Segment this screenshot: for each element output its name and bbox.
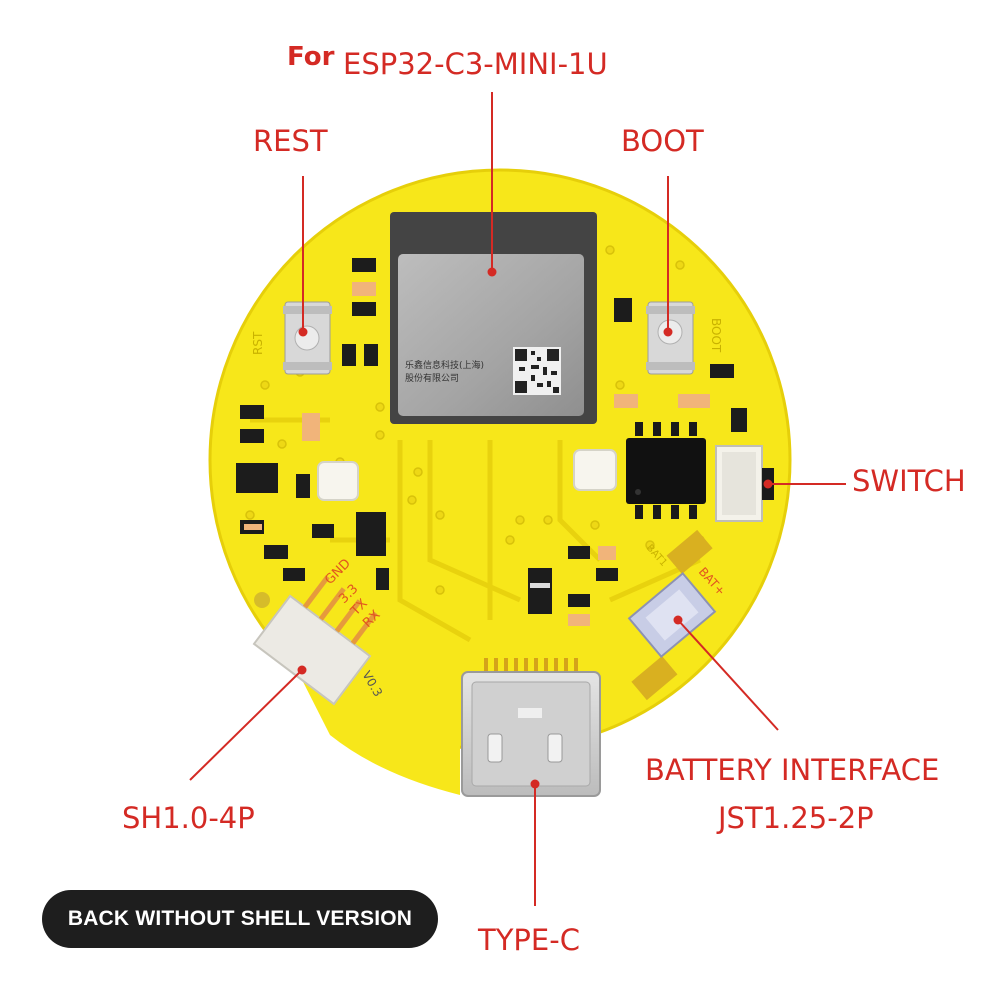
version-badge: BACK WITHOUT SHELL VERSION — [42, 890, 438, 948]
qr-code — [513, 347, 561, 395]
jst-label: JST1.25-2P — [718, 801, 874, 835]
sh-connector-label: SH1.0-4P — [122, 801, 255, 835]
smd-components — [236, 258, 747, 626]
rest-label: REST — [253, 124, 328, 158]
boot-label: BOOT — [621, 124, 704, 158]
header-module-name: ESP32-C3-MINI-1U — [343, 47, 608, 81]
battery-connector: BAT+ BAT1 — [627, 529, 728, 701]
boot-button: BOOT — [646, 301, 723, 375]
header-prefix: For — [287, 42, 335, 72]
battery-interface-label: BATTERY INTERFACE — [645, 753, 940, 787]
sop8-chip — [626, 422, 706, 519]
leader-lines — [189, 92, 846, 906]
rst-silk-label: RST — [251, 331, 265, 355]
module-text-line1: 乐鑫信息科技(上海) — [405, 359, 484, 371]
switch-label: SWITCH — [852, 464, 966, 498]
led-white — [317, 449, 617, 501]
leader-dots — [297, 267, 773, 789]
boot-silk-label: BOOT — [709, 318, 723, 353]
slide-switch — [715, 445, 774, 522]
esp32-module: 乐鑫信息科技(上海) 股份有限公司 — [390, 212, 597, 424]
usb-type-c-connector — [461, 658, 601, 797]
type-c-label: TYPE-C — [478, 923, 580, 957]
module-text-line2: 股份有限公司 — [405, 372, 459, 384]
